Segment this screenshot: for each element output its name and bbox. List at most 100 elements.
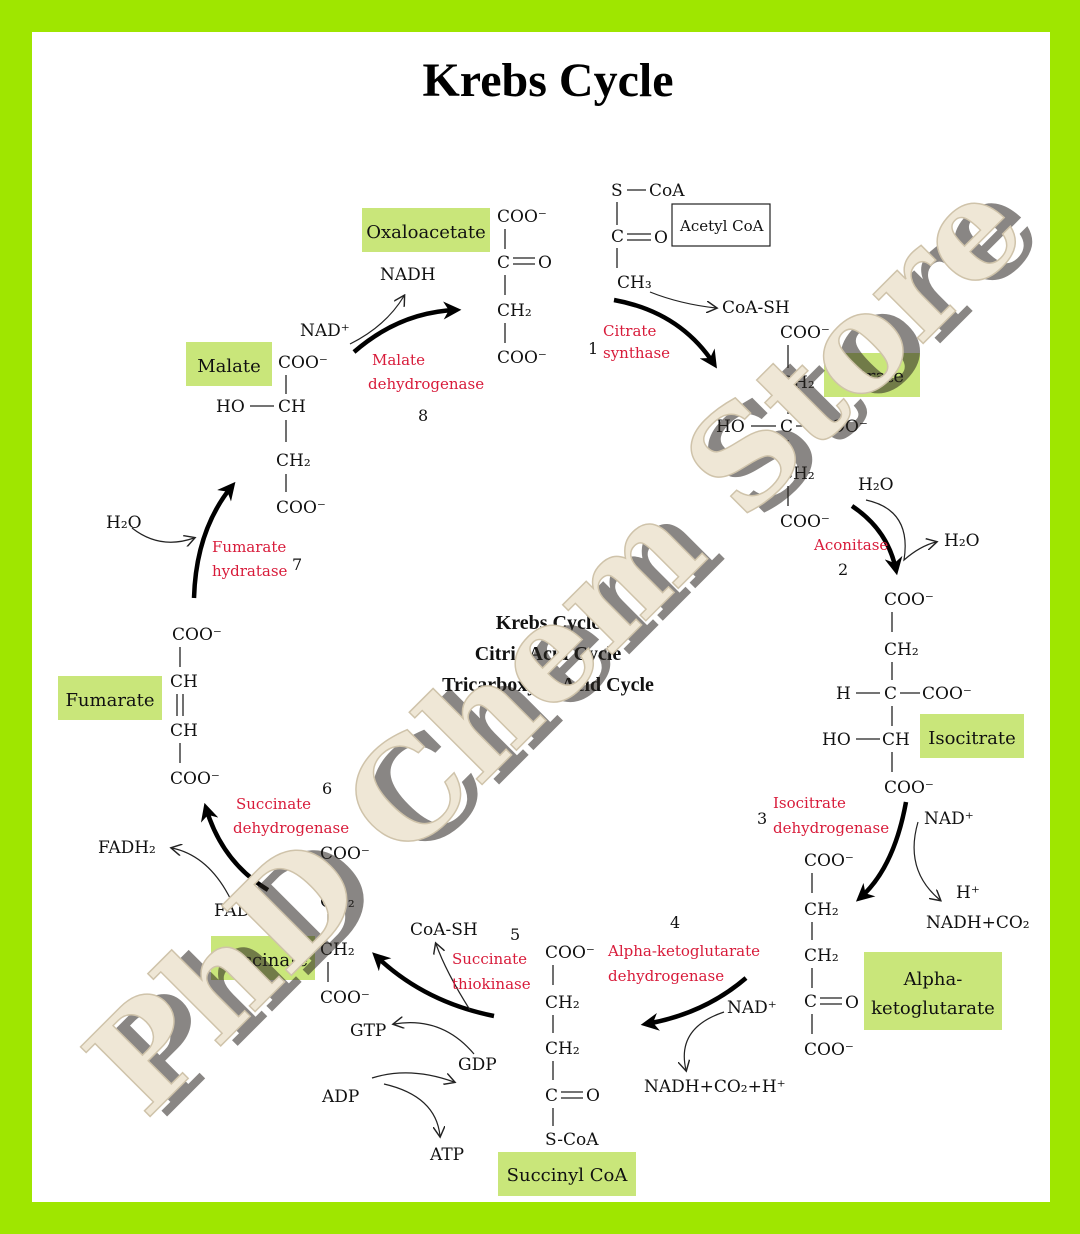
citrate-ho: HO xyxy=(716,417,745,437)
succcoa-scoa: S-CoA xyxy=(545,1130,599,1150)
succcoa-ch2-2: CH₂ xyxy=(545,1039,580,1059)
enzyme-akg-dh-2: dehydrogenase xyxy=(608,967,724,985)
fumarate-ch-1: CH xyxy=(170,672,198,692)
acetyl-coa-structure: S CoA C O CH₃ Acetyl CoA xyxy=(611,181,771,293)
acetyl-c: C xyxy=(611,227,624,247)
succcoa-coo: COO⁻ xyxy=(545,943,595,963)
citrate-structure: COO⁻ CH₂ HO C COO⁻ CH₂ COO⁻ Citrate xyxy=(716,323,920,532)
malate-coo-bottom: COO⁻ xyxy=(276,498,326,518)
oaa-coo-top: COO⁻ xyxy=(497,207,547,227)
fumarate-label: Fumarate xyxy=(65,690,154,711)
succcoa-ch2-1: CH₂ xyxy=(545,993,580,1013)
page-title: Krebs Cycle xyxy=(422,54,673,107)
isocitrate-ch: CH xyxy=(882,730,910,750)
succinate-ch2-1: CH₂ xyxy=(320,892,355,912)
cycle-arrows xyxy=(191,297,909,1031)
cofactor-gtp: GTP xyxy=(350,1021,386,1041)
enzyme-isocitrate-dh-2: dehydrogenase xyxy=(773,819,889,837)
step-number-6: 6 xyxy=(322,779,332,798)
akg-label-box xyxy=(864,952,1002,1030)
fumarate-structure: COO⁻ CH CH COO⁻ Fumarate xyxy=(58,625,222,789)
isocitrate-coo-side: COO⁻ xyxy=(922,684,972,704)
oaa-coo-bottom: COO⁻ xyxy=(497,348,547,368)
enzyme-fumarate-hydratase-2: hydratase xyxy=(212,562,288,580)
arrow-step-2 xyxy=(850,504,903,576)
malate-ch2: CH₂ xyxy=(276,451,311,471)
arrow-step-7 xyxy=(191,481,236,599)
oxaloacetate-label-box xyxy=(362,208,490,252)
isocitrate-ch2: CH₂ xyxy=(884,640,919,660)
step-number-8: 8 xyxy=(418,406,428,425)
fumarate-coo-bottom: COO⁻ xyxy=(170,769,220,789)
isocitrate-ho: HO xyxy=(822,730,851,750)
succinate-coo-top: COO⁻ xyxy=(320,844,370,864)
isocitrate-label: Isocitrate xyxy=(928,728,1015,749)
succinyl-coa-label: Succinyl CoA xyxy=(507,1165,629,1186)
citrate-label-box xyxy=(824,353,920,397)
center-title-tca: Tricarboxylic Acid Cycle xyxy=(442,674,654,696)
arrow-adp-atp xyxy=(383,1083,440,1136)
step-number-7: 7 xyxy=(292,555,302,574)
enzyme-akg-dh-1: Alpha-ketoglutarate xyxy=(607,942,760,960)
arrow-nad-8 xyxy=(349,296,404,345)
cofactor-h-3: H⁺ xyxy=(956,883,980,903)
arrow-coa-out-1 xyxy=(649,291,716,308)
fumarate-ch-2: CH xyxy=(170,721,198,741)
cofactor-h2o-in-2: H₂O xyxy=(858,475,894,495)
akg-structure: COO⁻ CH₂ CH₂ C O COO⁻ Alpha- ketoglutara… xyxy=(804,851,1002,1060)
citrate-c: C xyxy=(780,417,793,437)
cofactor-fadh2: FADH₂ xyxy=(98,838,156,858)
center-title-krebs: Krebs Cycle xyxy=(496,612,601,634)
enzyme-succ-thiokinase-1: Succinate xyxy=(452,950,527,968)
isocitrate-coo-top: COO⁻ xyxy=(884,590,934,610)
isocitrate-coo-bottom: COO⁻ xyxy=(884,778,934,798)
enzyme-fumarate-hydratase-1: Fumarate xyxy=(212,538,286,556)
isocitrate-label-box xyxy=(920,714,1024,758)
step-number-4: 4 xyxy=(670,913,680,932)
citrate-ch2-bottom: CH₂ xyxy=(780,464,815,484)
succinyl-coa-label-box xyxy=(498,1152,636,1196)
succcoa-o: O xyxy=(586,1086,600,1106)
malate-structure: COO⁻ HO CH CH₂ COO⁻ Malate xyxy=(186,342,328,518)
succinate-ch2-2: CH₂ xyxy=(320,940,355,960)
cofactor-nad-4: NAD⁺ xyxy=(727,998,777,1018)
isocitrate-h: H xyxy=(836,684,851,704)
arrow-h2o-7 xyxy=(131,527,194,542)
arrow-nad-3 xyxy=(913,821,940,900)
cofactor-nadh-8: NADH xyxy=(380,265,436,285)
enzyme-succ-dh-2: dehydrogenase xyxy=(233,819,349,837)
arrow-nad-4 xyxy=(684,1011,725,1070)
step-number-2: 2 xyxy=(838,560,848,579)
succinyl-coa-structure: COO⁻ CH₂ CH₂ C O S-CoA Succinyl CoA xyxy=(498,943,636,1196)
cofactor-gdp: GDP xyxy=(458,1055,497,1075)
cofactor-coa-sh-5: CoA-SH xyxy=(410,920,478,940)
oaa-c: C xyxy=(497,253,510,273)
cofactor-h2o-7: H₂O xyxy=(106,513,142,533)
enzyme-succ-thiokinase-2: thiokinase xyxy=(452,975,531,993)
citrate-coo-bottom: COO⁻ xyxy=(780,512,830,532)
cofactor-adp: ADP xyxy=(321,1087,359,1107)
acetyl-s: S xyxy=(611,181,623,201)
akg-ch2-1: CH₂ xyxy=(804,900,839,920)
succinate-label-box xyxy=(211,936,315,980)
arrow-step-5 xyxy=(372,952,495,1019)
cofactor-h2o-out-2: H₂O xyxy=(944,531,980,551)
succinate-label: Succinate xyxy=(218,950,308,971)
enzyme-citrate-synthase-2: synthase xyxy=(603,344,670,362)
cofactor-nad-3: NAD⁺ xyxy=(924,809,974,829)
acetyl-coa-group: CoA xyxy=(649,181,685,201)
cofactor-arrows xyxy=(131,291,940,1136)
isocitrate-structure: COO⁻ CH₂ H C COO⁻ HO CH COO⁻ Isocitrate xyxy=(822,590,1024,798)
citrate-ch2-top: CH₂ xyxy=(780,373,815,393)
cofactor-nadh-co2-h-4: NADH+CO₂+H⁺ xyxy=(644,1077,786,1097)
malate-label-box xyxy=(186,342,272,386)
arrow-step-8 xyxy=(352,301,462,354)
akg-coo-top: COO⁻ xyxy=(804,851,854,871)
fumarate-label-box xyxy=(58,676,162,720)
malate-coo-top: COO⁻ xyxy=(278,353,328,373)
acetyl-o: O xyxy=(654,228,668,248)
cofactor-atp: ATP xyxy=(429,1145,464,1165)
arrow-coa-out-5 xyxy=(436,944,471,1011)
arrow-step-1 xyxy=(613,297,717,369)
